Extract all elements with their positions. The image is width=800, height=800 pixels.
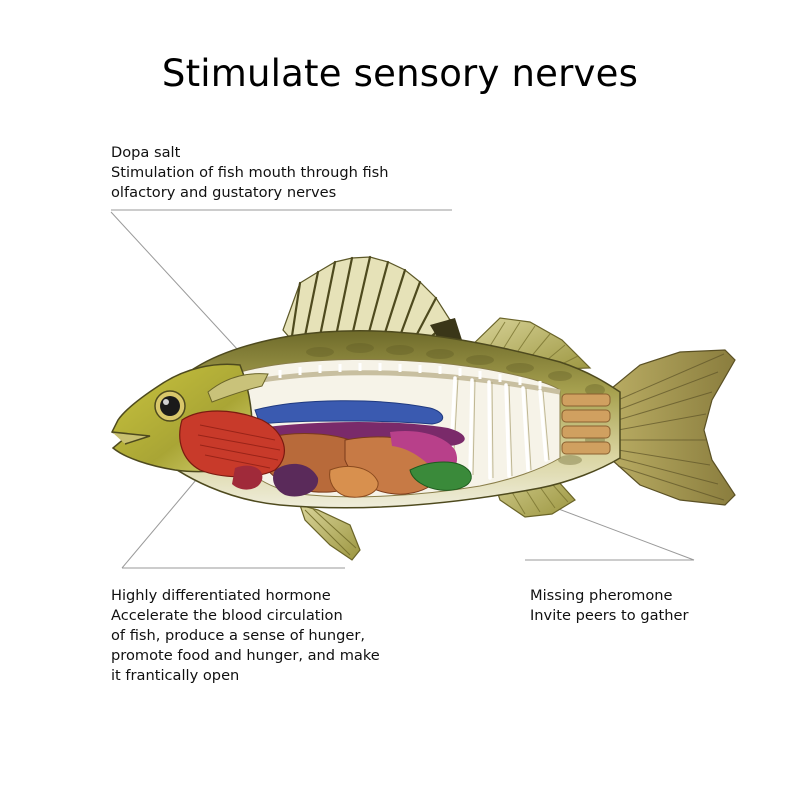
pyloric-caeca xyxy=(329,466,379,498)
callout-line: Highly differentiated hormone xyxy=(111,587,331,604)
mouth xyxy=(111,431,151,445)
eye xyxy=(154,390,186,422)
callout-line: Dopa salt xyxy=(111,144,181,161)
callout-line: Invite peers to gather xyxy=(530,607,689,624)
pectoral-fin xyxy=(207,373,269,403)
callout-line: promote food and hunger, and make xyxy=(111,647,380,664)
dorsal-fin xyxy=(282,255,462,342)
callout-dopa-salt: Dopa salt Stimulation of fish mouth thro… xyxy=(111,143,389,203)
diagram-title: Stimulate sensory nerves xyxy=(161,52,639,95)
callout-line: Stimulation of fish mouth through fish xyxy=(111,164,389,181)
swim-bladder xyxy=(254,400,444,425)
callout-line: olfactory and gustatory nerves xyxy=(111,184,337,201)
internal-organs xyxy=(258,422,472,498)
callout-pheromone: Missing pheromone Invite peers to gather xyxy=(530,586,689,626)
tail-fin xyxy=(611,349,736,506)
vertebrae xyxy=(278,363,542,389)
callout-line: it frantically open xyxy=(111,667,240,684)
leader-line-top-diagonal xyxy=(110,211,239,351)
callout-line: Accelerate the blood circulation xyxy=(111,607,343,624)
spleen xyxy=(273,463,319,497)
callout-line: Missing pheromone xyxy=(530,587,673,604)
callout-hormone: Highly differentiated hormone Accelerate… xyxy=(111,586,380,686)
callout-line: of fish, produce a sense of hunger, xyxy=(111,627,366,644)
gill-filaments xyxy=(197,424,281,469)
leader-line-bottom-left-diagonal xyxy=(121,479,197,569)
heart xyxy=(232,465,263,490)
pelvic-fin xyxy=(299,504,361,561)
peduncle-bones xyxy=(561,393,611,455)
gonad xyxy=(409,461,472,491)
leader-lines xyxy=(110,209,695,569)
spine xyxy=(261,370,561,395)
leader-line-bottom-right-diagonal xyxy=(547,504,695,561)
gill-cutaway xyxy=(179,410,285,478)
